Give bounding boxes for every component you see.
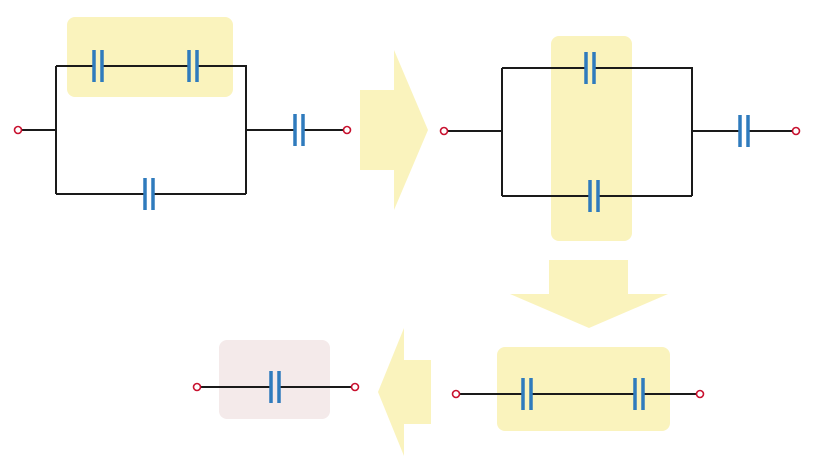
terminal-left: [13, 125, 23, 135]
capacitor-c1: [92, 50, 104, 82]
series-pair-highlight: [497, 347, 670, 431]
terminal-right: [350, 382, 360, 392]
terminal-left: [439, 126, 449, 136]
wire: [22, 65, 343, 195]
capacitor-c123: [521, 378, 533, 410]
circuit-4: [192, 340, 360, 419]
arrow-right: [360, 50, 428, 210]
capacitor-equivalent: [269, 371, 281, 403]
terminal-right: [695, 389, 705, 399]
capacitor-c4: [293, 114, 305, 146]
equivalent-highlight: [219, 340, 330, 419]
circuit-2: [439, 36, 801, 241]
capacitor-c3: [143, 178, 155, 210]
terminal-left: [451, 389, 461, 399]
capacitor-c4: [633, 378, 645, 410]
series-pair-highlight: [67, 17, 233, 97]
capacitor-c3: [588, 180, 600, 212]
wire: [448, 67, 792, 197]
arrow-down: [510, 260, 668, 328]
circuit-1: [13, 17, 352, 210]
arrow-left: [378, 328, 431, 456]
capacitor-c2: [187, 50, 199, 82]
circuit-3: [451, 347, 705, 431]
capacitor-c4: [738, 115, 750, 147]
terminal-left: [192, 382, 202, 392]
terminal-right: [791, 126, 801, 136]
terminal-right: [342, 125, 352, 135]
capacitor-c12: [584, 52, 596, 84]
parallel-pair-highlight: [551, 36, 632, 241]
